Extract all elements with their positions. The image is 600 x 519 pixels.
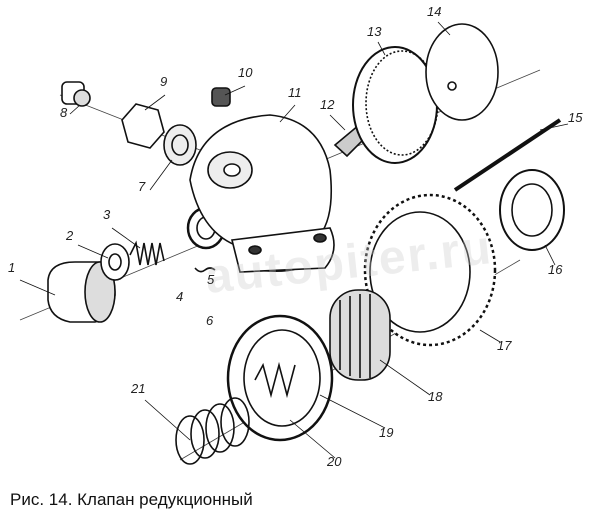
part-16-nut — [499, 169, 565, 251]
part-19-housing — [226, 314, 334, 442]
part-14-gasket — [425, 23, 499, 121]
part-9-nut — [121, 103, 165, 149]
part-label-2: 2 — [66, 228, 74, 243]
part-6-brace — [194, 267, 216, 273]
part-label-18: 18 — [428, 389, 443, 404]
part-label-14: 14 — [427, 4, 442, 19]
part-20-spring — [254, 361, 296, 399]
part-label-7: 7 — [138, 179, 146, 194]
part-label-16: 16 — [548, 262, 563, 277]
part-label-4: 4 — [176, 289, 184, 304]
part-label-9: 9 — [160, 74, 168, 89]
part-label-15: 15 — [568, 110, 583, 125]
part-13-disc — [352, 46, 439, 164]
part-3-spring — [129, 240, 165, 266]
part-17-knurled-ring — [363, 193, 497, 347]
part-label-5: 5 — [207, 272, 215, 287]
part-label-10: 10 — [238, 65, 253, 80]
part-label-20: 20 — [327, 454, 342, 469]
figure-caption: Рис. 14. Клапан редукционный — [10, 490, 253, 509]
part-label-11: 11 — [288, 85, 302, 100]
part-label-1: 1 — [8, 260, 16, 275]
part-8-plug — [61, 81, 91, 107]
part-18-threaded-sleeve — [329, 289, 391, 381]
part-21-spring — [175, 397, 250, 465]
part-label-13: 13 — [367, 24, 382, 39]
part-label-19: 19 — [379, 425, 394, 440]
part-1-cap — [47, 261, 116, 323]
part-7-bushing — [163, 124, 197, 166]
part-label-3: 3 — [103, 207, 111, 222]
part-label-8: 8 — [60, 105, 68, 120]
part-2-washer — [100, 243, 130, 281]
part-label-21: 21 — [131, 381, 146, 396]
part-10-screw — [211, 87, 231, 107]
part-11-body — [189, 114, 335, 273]
part-label-12: 12 — [320, 97, 335, 112]
part-15-rod — [453, 118, 562, 192]
part-label-17: 17 — [497, 338, 512, 353]
part-label-6: 6 — [206, 313, 214, 328]
